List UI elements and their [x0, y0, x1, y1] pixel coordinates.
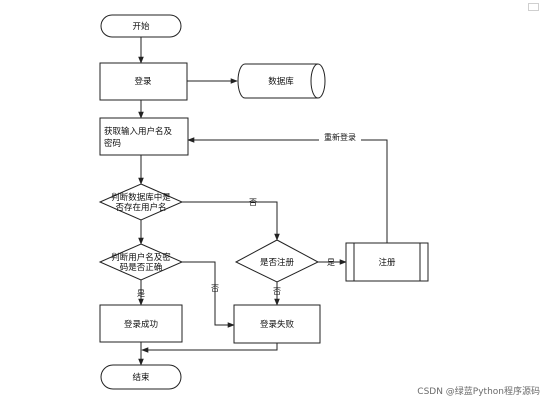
end-terminator	[100, 364, 182, 390]
check-password-decision	[98, 243, 184, 281]
start-label: 开始	[132, 21, 150, 32]
ask-register-label: 是否注册	[260, 257, 295, 268]
edges	[138, 37, 388, 366]
login-fail-label: 登录失败	[260, 319, 295, 330]
edge-label-check-user-no: 否	[249, 198, 257, 207]
edge-check-password-no	[182, 261, 235, 328]
get-input-process	[99, 117, 189, 156]
database-label: 数据库	[268, 76, 294, 87]
edge-label-re-login: 重新登录	[324, 132, 356, 142]
corner-mark	[528, 3, 539, 11]
ask-register-decision	[234, 239, 320, 283]
edge-label-check-password-yes: 是	[137, 289, 145, 298]
get-input-label-line1: 获取输入用户名及密码	[104, 126, 173, 149]
edge-label-ask-register-no: 否	[273, 287, 281, 296]
register-process	[345, 242, 429, 282]
edge-register-to-input	[187, 137, 388, 243]
end-label: 结束	[132, 372, 150, 383]
edge-fail-to-end	[141, 343, 278, 353]
edge-label-ask-register-yes: 是	[327, 258, 335, 267]
login-success-label: 登录成功	[124, 319, 158, 330]
check-password-label: 判断用户名及密码是否正确	[111, 252, 171, 273]
check-user-decision	[98, 183, 184, 221]
start-terminator	[100, 14, 182, 38]
login-success-process	[99, 304, 183, 343]
edge-check-user-no	[182, 201, 280, 241]
watermark-text: CSDN @绿蓝Python程序源码	[417, 387, 540, 397]
register-label: 注册	[378, 257, 396, 268]
login-label: 登录	[134, 76, 152, 87]
login-process	[99, 62, 188, 101]
database-store-edge	[310, 63, 319, 99]
login-fail-process	[233, 304, 321, 344]
edge-label-check-password-no: 否	[211, 284, 219, 293]
check-user-label: 判断数据库中是否存在用户名	[111, 192, 171, 213]
